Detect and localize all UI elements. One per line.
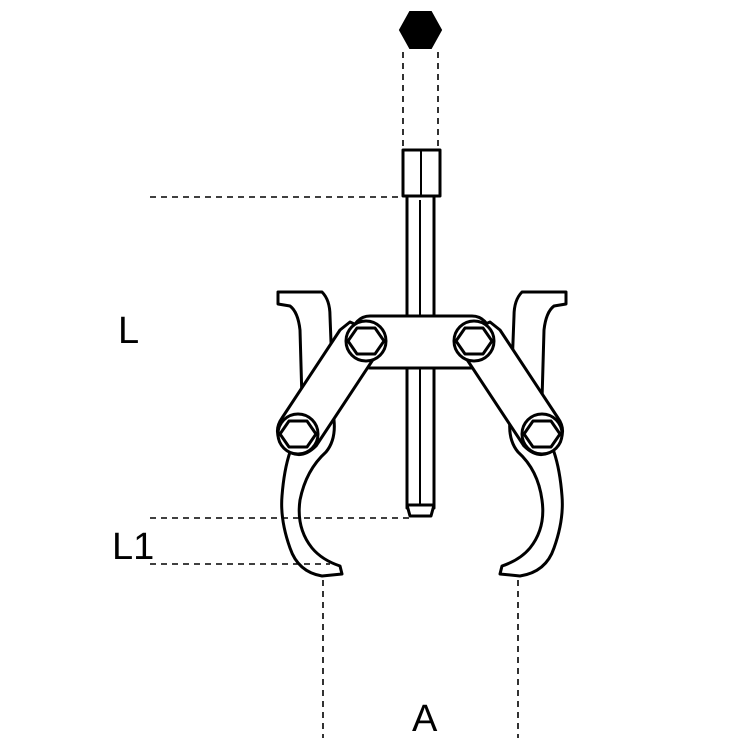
dimension-label-l: L xyxy=(118,310,140,352)
screw-tip xyxy=(405,503,436,518)
hex-nut-right-lower xyxy=(522,419,562,449)
hex-nut-right-upper xyxy=(454,326,494,356)
dimension-label-a: A xyxy=(412,698,438,740)
hex-nut-icon xyxy=(398,11,443,49)
hex-nut-left-upper xyxy=(346,326,386,356)
dimension-label-l1: L1 xyxy=(112,526,155,568)
hex-nut-left-lower xyxy=(278,419,318,449)
